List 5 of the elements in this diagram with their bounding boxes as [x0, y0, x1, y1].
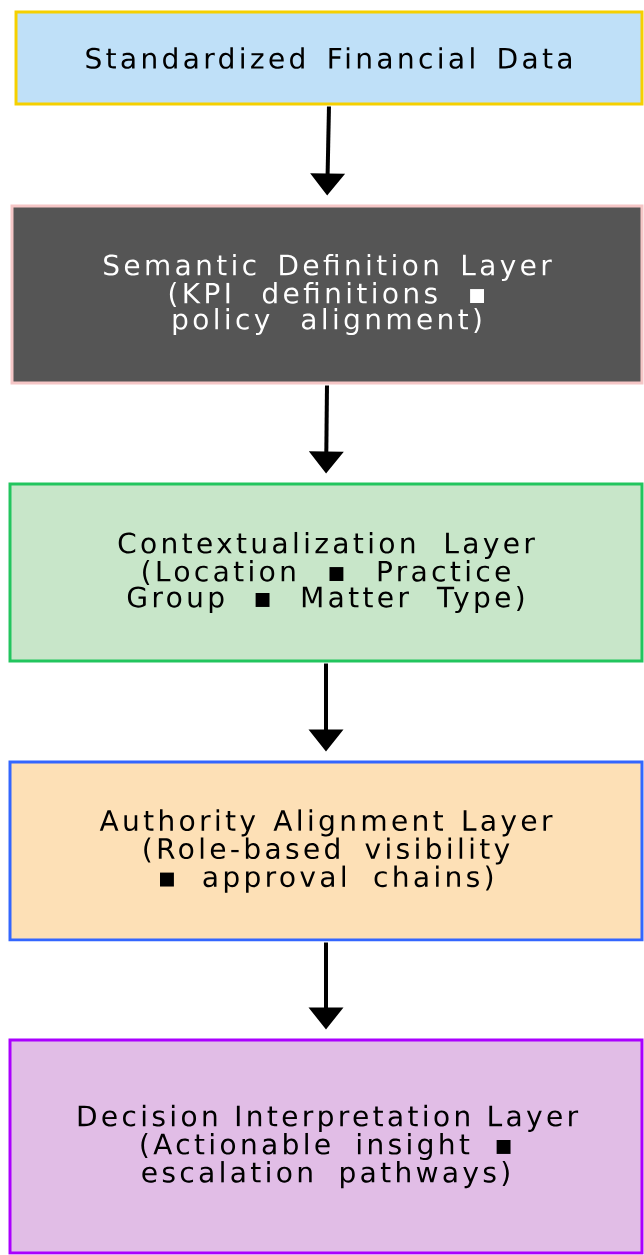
layer-box: Contextualization Layer (Location ▪ Practice Group ▪ Matter Type)	[8, 482, 644, 663]
layer-box: Standardized Financial Data	[14, 10, 644, 106]
layer-box: Semantic Definition Layer (KPI definitions ▪ policy alignment)	[10, 204, 644, 385]
layer-box: Authority Alignment Layer (Role-based visibility ▪ approval chains)	[8, 760, 644, 942]
layer-box: Decision Interpretation Layer (Actionable insight ▪ escalation pathways)	[8, 1038, 644, 1255]
